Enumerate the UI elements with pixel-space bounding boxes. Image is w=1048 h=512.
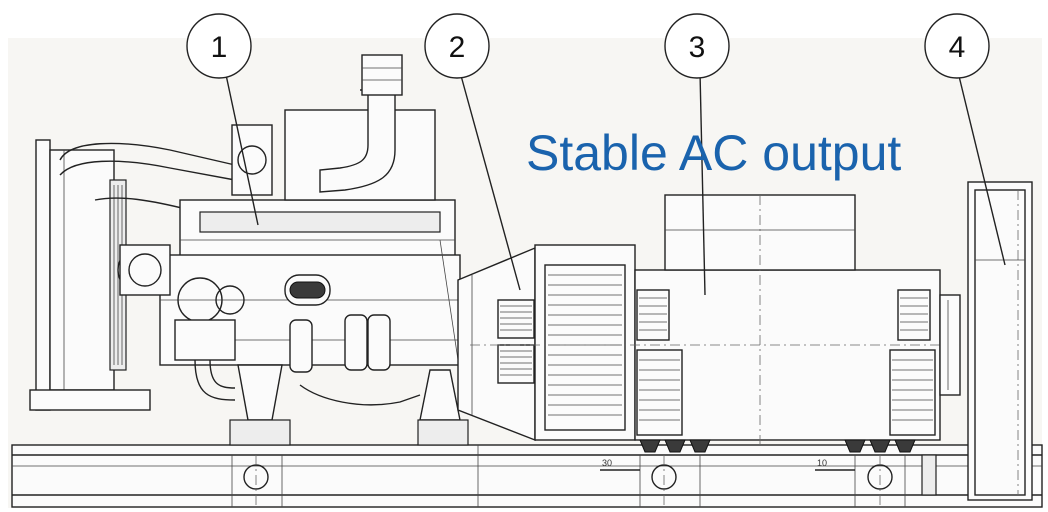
callouts: 1 2 3 4 [186,13,1006,296]
callout-1-label: 1 [211,31,228,64]
dimension-label-1: 30 [602,458,612,468]
callout-3: 3 [664,13,730,79]
alternator-feet [639,439,916,453]
overlay-title: Stable AC output [526,125,902,181]
alternator-vent-left [497,299,535,384]
callout-2: 2 [424,13,490,79]
radiator [29,139,151,411]
callout-3-label: 3 [689,31,706,64]
control-panel [967,181,1033,501]
base-frame: 30 10 [11,444,1043,508]
callout-4-label: 4 [949,31,966,64]
dimension-label-2: 10 [817,458,827,468]
callout-4: 4 [924,13,990,79]
bell-housing [457,246,536,442]
callout-1: 1 [186,13,252,79]
callout-2-label: 2 [449,31,466,64]
engine [59,54,469,446]
alternator [470,194,961,453]
alternator-vent-front [544,264,626,431]
